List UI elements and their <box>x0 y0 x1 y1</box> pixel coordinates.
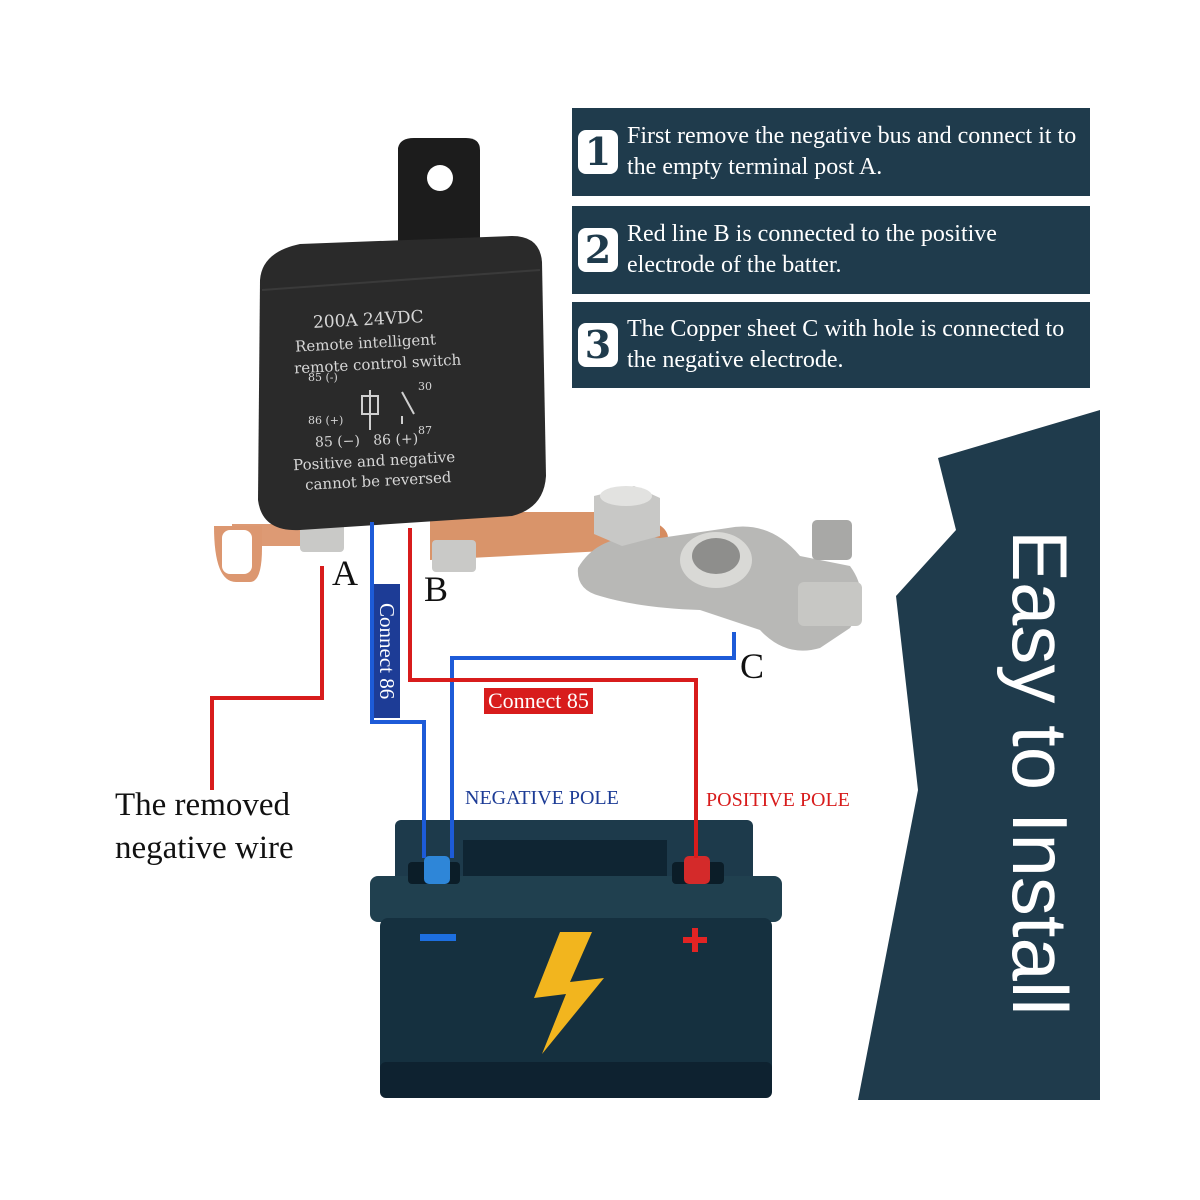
red-wire-85 <box>408 528 698 858</box>
positive-terminal <box>684 856 710 884</box>
terminal-clamp <box>577 486 862 651</box>
terminal-label-b: B <box>424 569 449 609</box>
step-3-panel: 3 The Copper sheet C with hole is connec… <box>572 302 1090 388</box>
relay-pin-87: 87 <box>418 424 432 437</box>
blue-wire-c <box>450 632 736 858</box>
banner-shape <box>858 410 1100 1100</box>
relay-pin-86: 86 (+) <box>308 414 344 427</box>
wiring <box>210 522 736 858</box>
nut-b <box>432 540 476 572</box>
step-1-panel: 1 First remove the negative bus and conn… <box>572 108 1090 196</box>
negative-terminal <box>424 856 450 884</box>
step-2-number: 2 <box>578 228 618 272</box>
removed-wire-label: The removed negative wire <box>115 784 294 870</box>
positive-pole-label: POSITIVE POLE <box>706 789 850 811</box>
terminal-label-a: A <box>332 553 358 593</box>
battery-plus-icon <box>683 928 707 952</box>
connect-85-badge: Connect 85 <box>484 688 593 714</box>
step-1-number: 1 <box>578 130 618 174</box>
removed-wire-line-1: The removed <box>115 787 291 823</box>
lightning-bolt-icon <box>534 932 604 1054</box>
relay-pin-30: 30 <box>418 380 432 393</box>
connect-86-badge: Connect 86 <box>374 584 400 718</box>
step-1-text: First remove the negative bus and connec… <box>627 123 1077 180</box>
relay <box>258 138 546 531</box>
terminal-label-c: C <box>740 646 765 686</box>
negative-pole-label: NEGATIVE POLE <box>465 787 619 809</box>
step-3-text: The Copper sheet C with hole is connecte… <box>627 316 1065 373</box>
step-2-text: Red line B is connected to the positive … <box>627 221 997 278</box>
blue-wire-86 <box>370 522 426 858</box>
step-3-number: 3 <box>578 323 618 367</box>
easy-to-install-banner: Easy to Install <box>996 530 1084 1016</box>
battery <box>370 820 782 1098</box>
step-2-panel: 2 Red line B is connected to the positiv… <box>572 206 1090 294</box>
removed-wire-line-2: negative wire <box>115 830 294 866</box>
battery-minus-icon <box>420 934 456 941</box>
red-wire-removed <box>210 566 324 790</box>
relay-pin-85: 85 (-) <box>308 371 338 384</box>
